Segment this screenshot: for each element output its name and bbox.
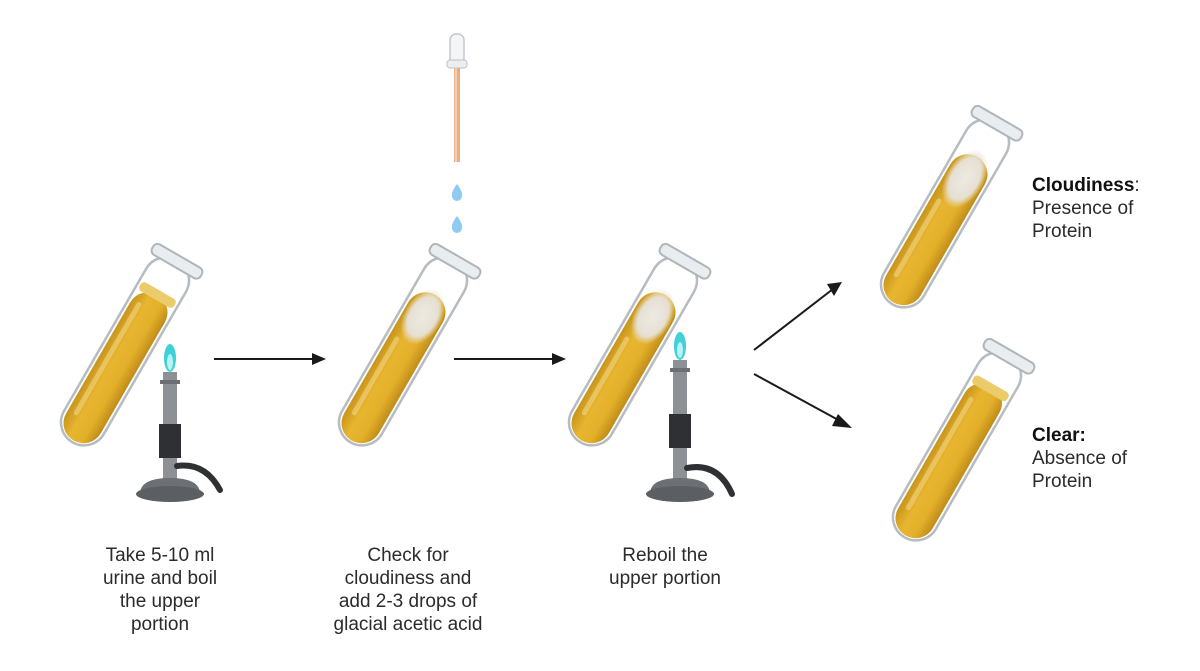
step-2-line: Check for: [367, 545, 449, 566]
result-cloudiness-title: Cloudiness: [1032, 175, 1135, 196]
step-2-line: cloudiness and: [344, 568, 472, 589]
pipette: [446, 33, 468, 162]
result-clear-line: Protein: [1032, 471, 1093, 492]
step-2-line: add 2-3 drops of: [338, 591, 478, 612]
result-clear-title: Clear:: [1032, 425, 1086, 446]
test-tube-1: [59, 242, 204, 447]
result-clear-title-row: Clear:: [1032, 424, 1192, 447]
result-tube-clear: [891, 337, 1036, 542]
step-1-line: the upper: [119, 591, 201, 612]
bunsen-burner-2: [646, 332, 735, 502]
acid-drop-2: [451, 216, 463, 233]
arrow-step-2-to-3: [454, 353, 566, 365]
step-3-line: upper portion: [609, 568, 721, 589]
result-clear-line: Absence of: [1032, 448, 1128, 469]
acid-drop-1: [451, 184, 463, 201]
step-3-label: Reboil the upper portion: [550, 544, 780, 590]
step-2-line: glacial acetic acid: [333, 614, 483, 635]
result-cloudiness-label: Cloudiness: Presence of Protein: [1032, 174, 1192, 243]
step-1-label: Take 5-10 ml urine and boil the upper po…: [45, 544, 275, 636]
step-3-line: Reboil the: [622, 545, 708, 566]
step-2-label: Check for cloudiness and add 2-3 drops o…: [293, 544, 523, 636]
step-1-line: portion: [130, 614, 190, 635]
test-tube-3: [567, 242, 712, 447]
bunsen-burner-1: [136, 344, 223, 502]
result-tube-cloudy: [879, 104, 1024, 309]
step-1-line: Take 5-10 ml: [105, 545, 215, 566]
result-cloudiness-sep: :: [1134, 175, 1140, 196]
arrow-to-clear: [753, 373, 852, 428]
result-cloudiness-title-row: Cloudiness:: [1032, 174, 1192, 197]
result-cloudiness-line: Presence of: [1032, 198, 1134, 219]
arrow-to-cloudiness: [753, 282, 842, 351]
test-tube-2: [337, 242, 482, 447]
result-clear-label: Clear: Absence of Protein: [1032, 424, 1192, 493]
step-1-line: urine and boil: [102, 568, 218, 589]
arrow-step-1-to-2: [214, 353, 326, 365]
result-cloudiness-line: Protein: [1032, 221, 1093, 242]
